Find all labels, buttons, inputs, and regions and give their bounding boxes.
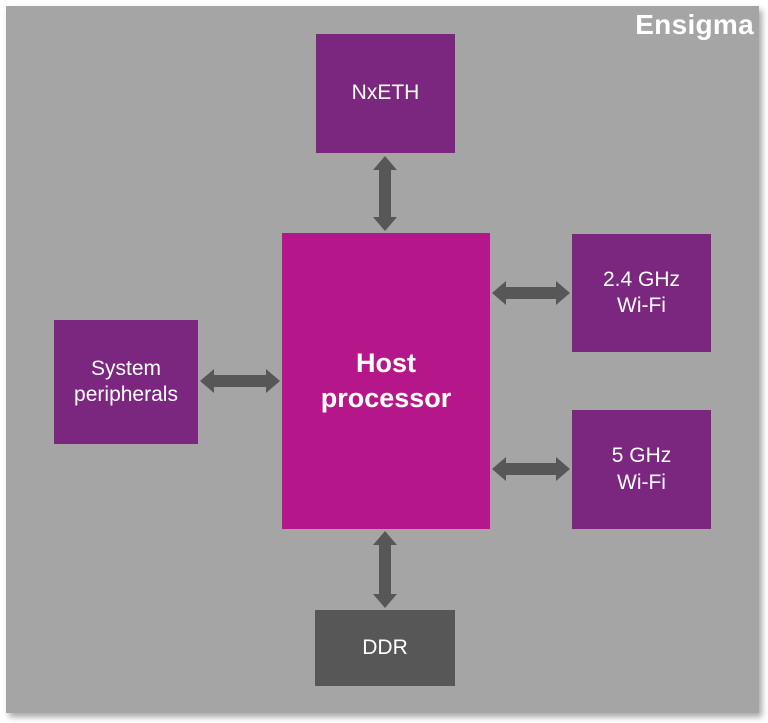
arrow-host-ddr <box>373 531 397 608</box>
system-peripherals-block: System peripherals <box>54 320 198 444</box>
arrow-host-wifi5 <box>492 457 570 481</box>
arrow-host-peripherals <box>200 369 280 393</box>
system-peripherals-label: System peripherals <box>74 356 178 406</box>
wifi-5ghz-block: 5 GHz Wi-Fi <box>572 410 711 529</box>
arrow-host-wifi24 <box>492 281 570 305</box>
host-processor-block: Host processor <box>282 233 490 529</box>
brand-logo: Ensigma <box>635 9 754 40</box>
host-processor-label: Host processor <box>320 347 452 413</box>
ddr-block: DDR <box>315 610 455 686</box>
ddr-label: DDR <box>362 635 408 659</box>
wifi-2-4ghz-block: 2.4 GHz Wi-Fi <box>572 234 711 352</box>
nxeth-block: NxETH <box>316 34 455 153</box>
nxeth-label: NxETH <box>351 81 420 105</box>
wifi-5ghz-label: 5 GHz Wi-Fi <box>611 444 672 494</box>
arrow-host-nxeth <box>373 156 397 231</box>
wifi-2-4ghz-label: 2.4 GHz Wi-Fi <box>602 267 681 317</box>
